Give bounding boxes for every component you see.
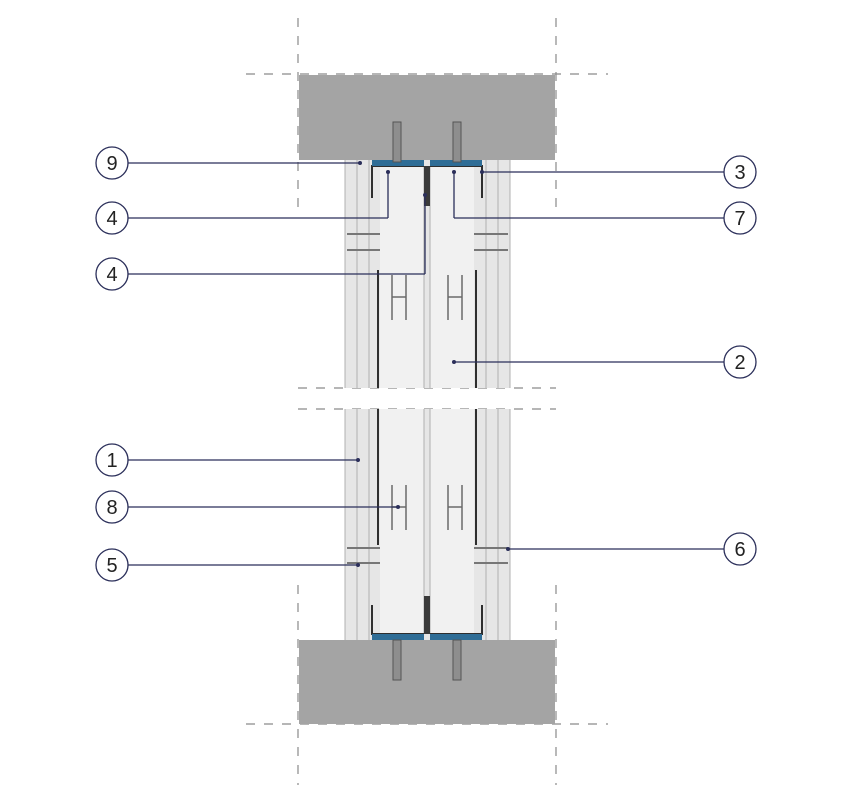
callout-3-label: 3 — [734, 162, 745, 184]
screws — [347, 233, 508, 564]
leader-lines — [128, 162, 724, 566]
callout-9-label: 9 — [106, 153, 117, 175]
callout-5: 5 — [95, 548, 129, 582]
callout-8: 8 — [95, 490, 129, 524]
callout-7-label: 7 — [734, 208, 745, 230]
callout-6: 6 — [723, 532, 757, 566]
callout-6-label: 6 — [734, 539, 745, 561]
callout-4b: 4 — [95, 257, 129, 291]
insulation-left — [380, 166, 424, 388]
top-concrete-slab — [299, 75, 555, 160]
seal-strips — [372, 160, 482, 640]
concrete-slabs — [299, 75, 555, 724]
anchors — [392, 121, 462, 681]
callout-8-label: 8 — [106, 497, 117, 519]
callout-1: 1 — [95, 443, 129, 477]
callout-2: 2 — [723, 345, 757, 379]
callout-1-label: 1 — [106, 450, 117, 472]
leader-dots — [356, 161, 510, 567]
insulation-right — [430, 166, 474, 388]
callout-9: 9 — [95, 146, 129, 180]
callout-5-label: 5 — [106, 555, 117, 577]
center-joint — [424, 166, 430, 634]
callout-4b-label: 4 — [106, 264, 117, 286]
bottom-concrete-slab — [299, 640, 555, 724]
callout-7: 7 — [723, 201, 757, 235]
callout-3: 3 — [723, 155, 757, 189]
callout-4a: 4 — [95, 201, 129, 235]
callout-4a-label: 4 — [106, 208, 117, 230]
callout-2-label: 2 — [734, 352, 745, 374]
